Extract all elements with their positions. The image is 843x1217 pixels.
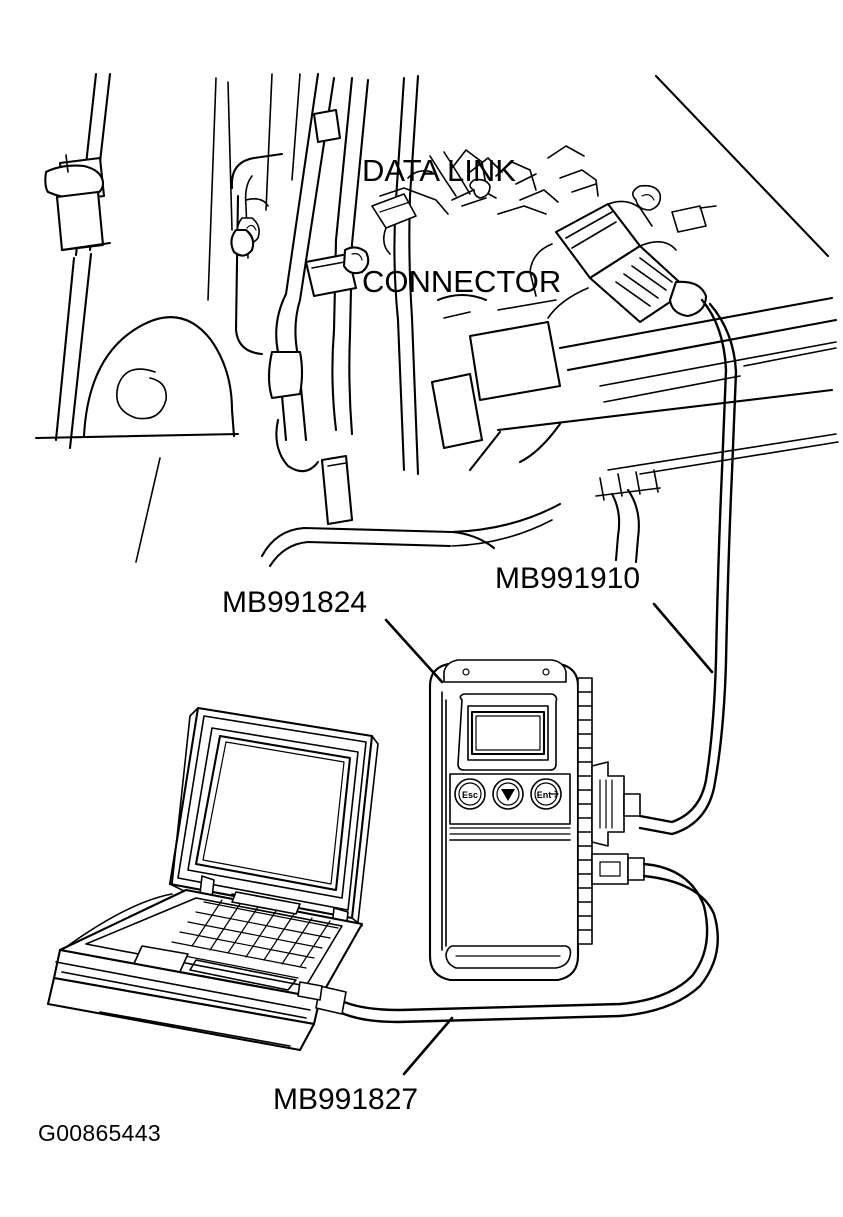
title-line-2: CONNECTOR xyxy=(362,264,562,299)
callout-label-dlc-cable: MB991910 xyxy=(495,562,641,595)
wire-bundle xyxy=(371,149,559,255)
harness-clips xyxy=(230,228,370,526)
leader-mb991824 xyxy=(384,618,444,684)
down-arrow-button[interactable] xyxy=(492,778,524,810)
pc-cable-port xyxy=(591,853,645,885)
rod-with-grommet xyxy=(44,72,112,450)
title-line-1: DATA LINK xyxy=(362,153,516,188)
leader-mb991827 xyxy=(402,1016,454,1076)
dlc-cable-port xyxy=(591,761,641,847)
dash-trim-lines xyxy=(207,73,301,301)
esc-button[interactable]: Esc xyxy=(454,778,486,810)
page-title: DATA LINK CONNECTOR xyxy=(362,78,561,374)
pc-cable-mb991827 xyxy=(316,862,719,1024)
dashboard-panels xyxy=(468,74,839,564)
lower-dash-edge xyxy=(135,457,562,568)
console-boxes xyxy=(430,293,562,450)
callout-label-scan-tool: MB991824 xyxy=(222,586,368,619)
leader-lines xyxy=(384,602,714,1076)
mount-bracket xyxy=(34,316,240,440)
scan-tool: Esc Ent xyxy=(428,659,645,982)
firewall-brackets xyxy=(469,145,662,211)
esc-button-label: Esc xyxy=(462,790,478,800)
dlc-cable-mb991910 xyxy=(638,298,738,836)
enter-button[interactable]: Ent xyxy=(530,778,562,810)
leader-mb991910 xyxy=(652,602,714,674)
enter-button-label: Ent xyxy=(537,790,552,800)
callout-label-pc-cable: MB991827 xyxy=(273,1083,419,1116)
down-arrow-icon xyxy=(501,789,515,801)
data-link-connector xyxy=(529,200,708,324)
keyboard-keys[interactable] xyxy=(163,899,339,979)
figure-code: G00865443 xyxy=(38,1120,161,1146)
vent-slots xyxy=(577,691,593,931)
vehicle-scene xyxy=(34,72,839,568)
laptop xyxy=(46,706,379,1052)
